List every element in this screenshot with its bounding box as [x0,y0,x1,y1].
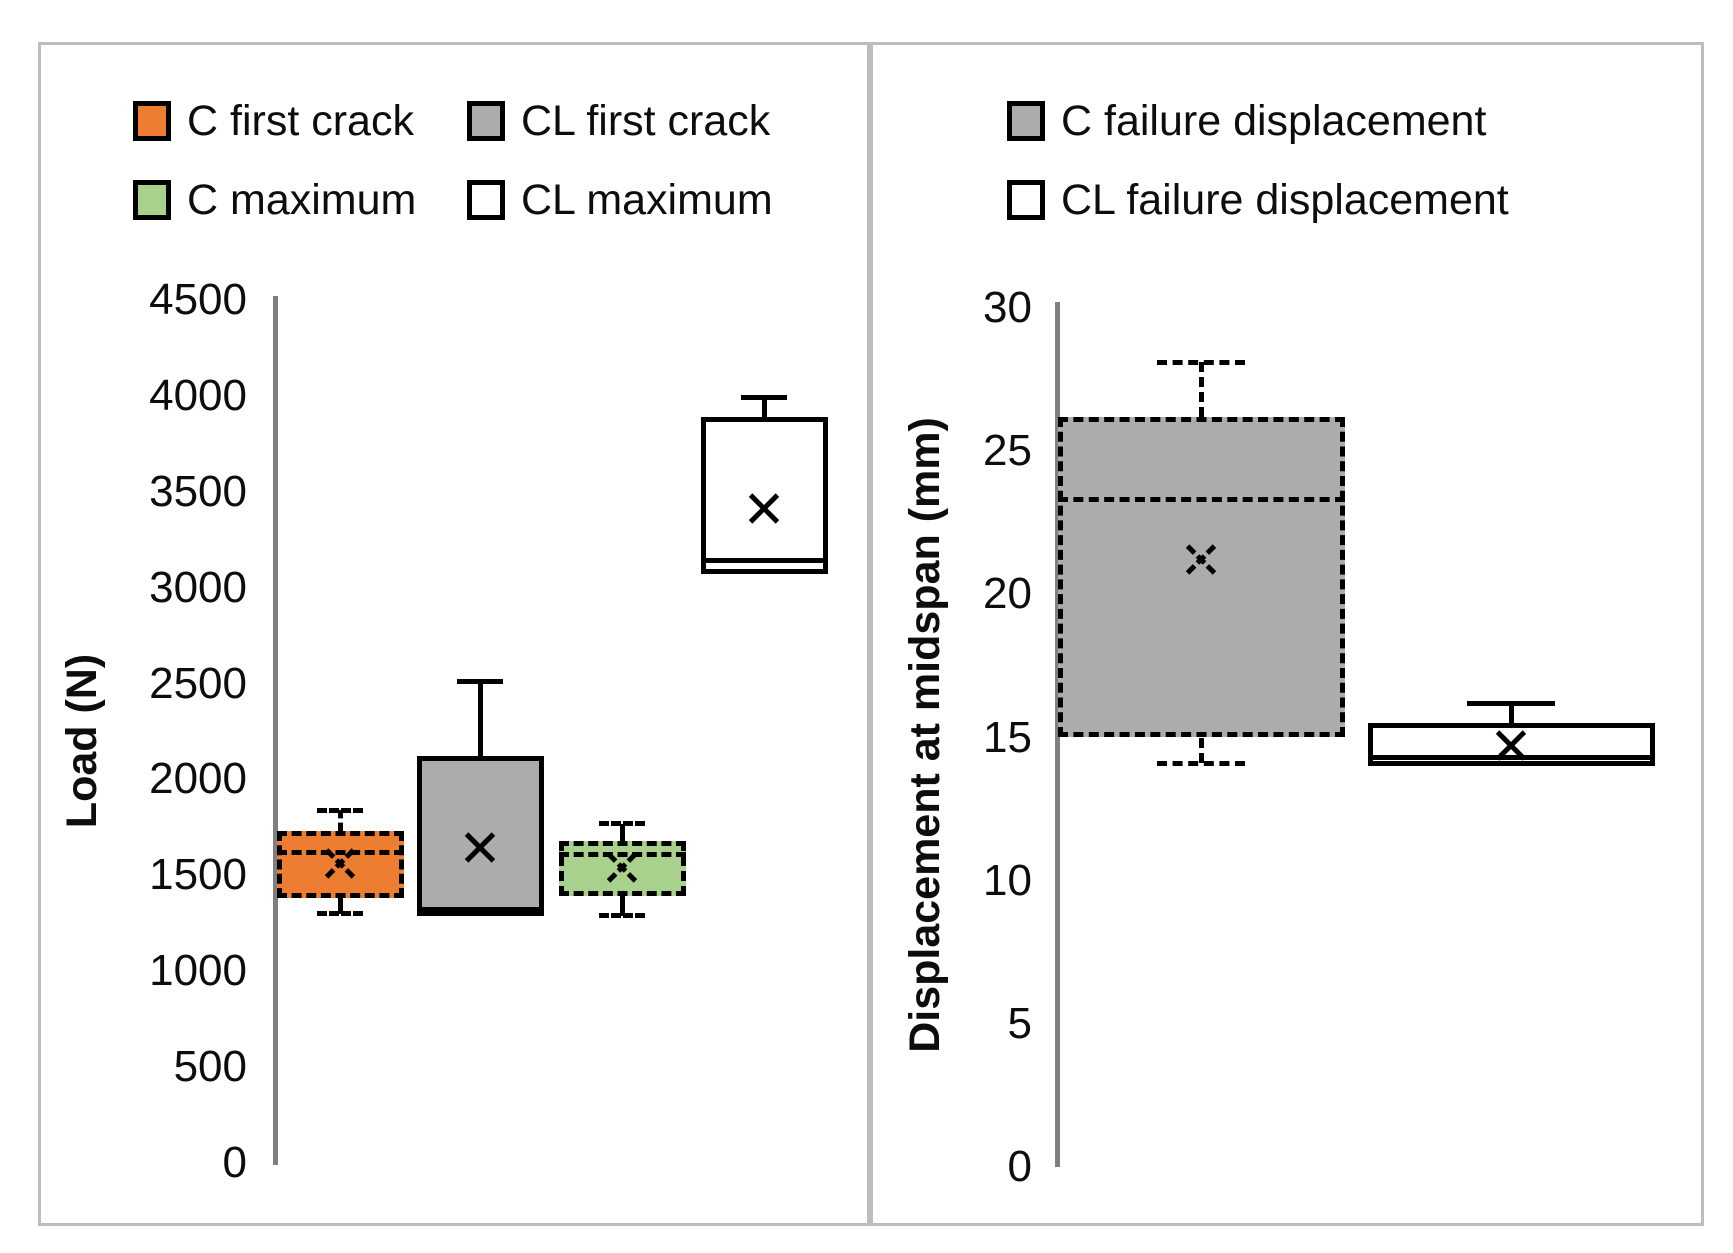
whisker-cap [317,911,363,917]
y-tick-label: 15 [983,712,1032,762]
whisker-cap [599,821,645,827]
y-tick-label: 0 [222,1138,247,1187]
legend-label: C first crack [187,97,414,145]
y-tick-label: 30 [983,283,1032,332]
legend-swatch [1007,101,1045,141]
left-panel [38,42,870,1226]
whisker-cap [599,913,645,919]
median-line [700,558,828,564]
median-line [276,849,404,855]
whisker-line [619,896,625,916]
whisker-line [477,681,483,757]
whisker-line [619,823,625,841]
y-tick-label: 1000 [149,946,247,996]
whisker-cap [317,807,363,813]
mean-marker [745,490,783,528]
y-tick-label: 3500 [149,466,247,516]
whisker-line [337,810,343,832]
y-tick-label: 3000 [149,562,247,612]
mean-marker [1182,541,1220,579]
y-tick-label: 5 [1007,998,1032,1048]
y-tick-label: 1500 [149,850,247,900]
legend-swatch [467,101,505,141]
y-tick-label: 25 [983,426,1032,476]
whisker-line [1508,703,1514,724]
legend-label: C failure displacement [1061,97,1487,145]
whisker-line [337,898,343,914]
median-line [558,851,686,857]
mean-marker [1492,727,1530,765]
y-axis-line [273,296,278,1165]
mean-marker [603,849,641,887]
legend-label: C maximum [187,176,417,224]
y-tick-label: 20 [983,569,1032,619]
whisker-cap [1157,760,1245,766]
y-tick-label: 2000 [149,754,247,804]
y-tick-label: 10 [983,855,1032,905]
y-tick-label: 4000 [149,370,247,420]
mean-marker [321,845,359,883]
box-cl-maximum [700,416,828,575]
legend-label: CL first crack [521,97,771,145]
box-c-first-crack [276,831,404,899]
legend-label: CL maximum [521,176,773,224]
whisker-cap [457,679,503,685]
legend-swatch [133,101,171,141]
legend-swatch [1007,180,1045,220]
whisker-cap [1157,359,1245,365]
median-line [416,907,544,913]
mean-marker [461,829,499,867]
whisker-line [761,397,767,417]
legend-swatch [467,180,505,220]
whisker-line [1198,737,1204,764]
legend-label: CL failure displacement [1061,176,1509,224]
box-c-failure-displacement [1057,416,1345,738]
box-cl-first-crack [416,756,544,916]
median-line [1367,755,1655,761]
whisker-line [1198,362,1204,417]
median-line [1057,497,1345,503]
y-tick-label: 0 [1007,1142,1032,1191]
legend-swatch [133,180,171,220]
y-tick-label: 2500 [149,658,247,708]
y-tick-label: 500 [173,1042,247,1092]
y-tick-label: 4500 [149,275,247,324]
box-c-maximum [558,840,686,897]
whisker-cap [1467,700,1555,706]
whisker-cap [741,395,787,401]
